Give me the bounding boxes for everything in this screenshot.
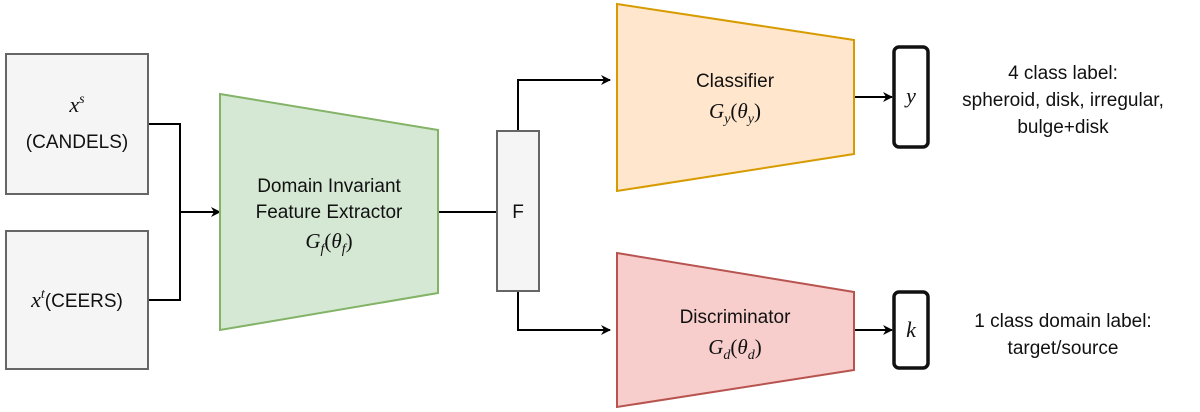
source-dataset-label: (CANDELS) [26,132,128,153]
domain-output-box [892,290,930,370]
edge-feature-to-classifier [517,75,611,131]
target-input-box [5,230,149,370]
domain-output-symbol: k [906,317,917,342]
discriminator-symbol: Gd(θd) [708,335,762,363]
source-variable: xs [68,92,85,117]
class-output-node: y [892,45,930,149]
feature-vector-label: F [512,202,524,223]
classifier-node: Classifier Gy(θy) [616,2,855,193]
edge-target-to-merge [148,212,181,301]
feature-vector-box [496,130,540,292]
feature-extractor-node: Domain Invariant Feature Extractor Gf(θf… [219,92,439,332]
edge-source-to-merge [148,123,181,212]
source-input-box [5,53,149,195]
discriminator-title: Discriminator [680,307,792,328]
feature-extractor-title-line2: Feature Extractor [256,202,403,223]
discriminator-shape [616,251,855,409]
class-output-box [892,45,930,149]
domain-output-node: k [892,290,930,370]
class-output-symbol: y [904,83,916,108]
source-input-node: xs (CANDELS) [5,53,149,195]
class-label-description: 4 class label: spheroid, disk, irregular… [962,63,1164,138]
domain-label-description: 1 class domain label: target/source [974,311,1151,359]
feature-extractor-shape [219,92,439,332]
class-desc-line1: 4 class label: [1008,63,1118,84]
class-desc-line3: bulge+disk [1017,117,1109,138]
class-desc-line2: spheroid, disk, irregular, [962,90,1164,111]
edge-feature-to-discriminator [517,291,611,335]
target-input-node: xt(CEERS) [5,230,149,370]
classifier-symbol: Gy(θy) [709,99,761,127]
classifier-title: Classifier [696,71,775,92]
feature-extractor-title-line1: Domain Invariant [257,176,401,197]
discriminator-node: Discriminator Gd(θd) [616,251,855,409]
target-input-label: xt(CEERS) [30,287,123,312]
domain-desc-line2: target/source [1008,338,1119,359]
feature-vector-node: F [496,130,540,292]
feature-extractor-symbol: Gf(θf) [305,229,352,257]
classifier-shape [616,2,855,193]
connectors [148,75,893,335]
domain-desc-line1: 1 class domain label: [974,311,1151,332]
